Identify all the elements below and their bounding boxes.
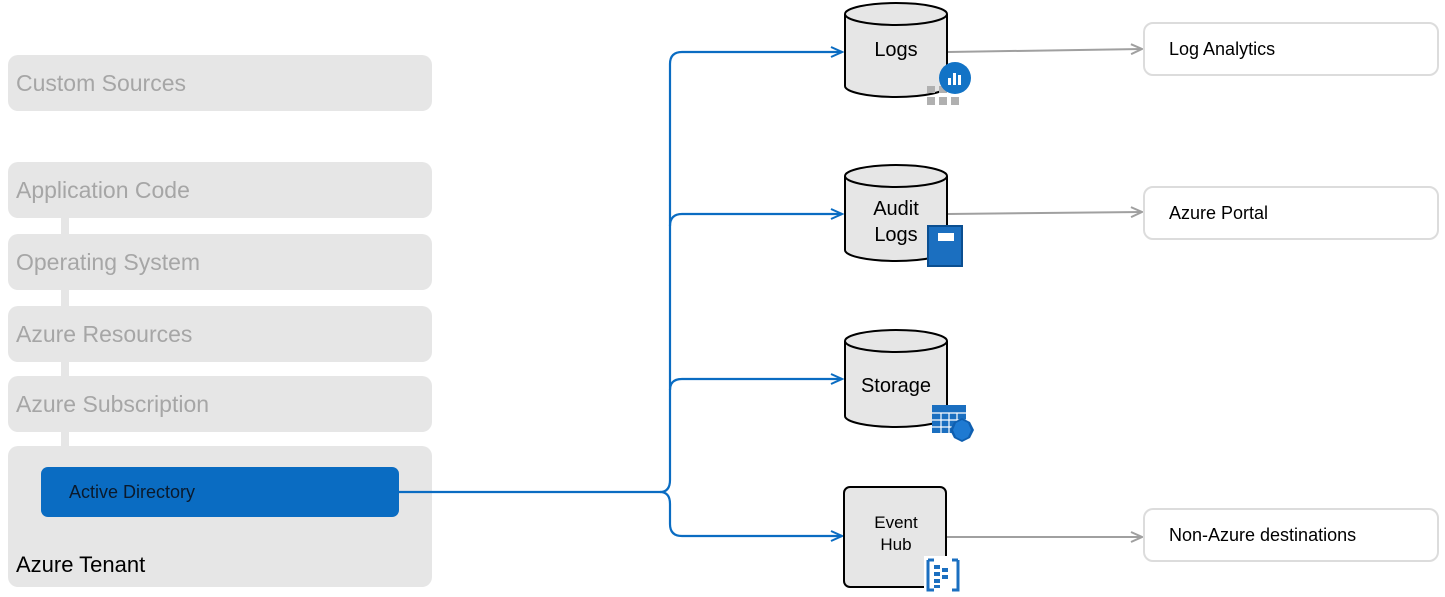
- branch-storage: [668, 379, 842, 391]
- azure-resources-label: Azure Resources: [16, 320, 193, 347]
- audit-log-book-icon: [927, 225, 963, 267]
- non-azure-destination: Non-Azure destinations: [1143, 508, 1439, 562]
- custom-sources-label: Custom Sources: [16, 69, 187, 96]
- log-analytics-label: Log Analytics: [1169, 38, 1276, 59]
- logs-cylinder: [844, 2, 948, 98]
- azure-resources-layer: Azure Resources: [8, 306, 432, 362]
- active-directory-box: Active Directory: [41, 467, 399, 517]
- storage-table-icon: [932, 405, 974, 442]
- destination-lines: [946, 49, 1142, 537]
- storage-label: Storage: [860, 375, 932, 397]
- branch-audit-logs: [668, 214, 842, 227]
- logs-label: Logs: [874, 39, 918, 61]
- azure-tenant-label: Azure Tenant: [16, 552, 146, 577]
- azure-subscription-layer: Azure Subscription: [8, 376, 432, 432]
- storage-cylinder: [844, 329, 948, 428]
- to-azure-portal: [947, 212, 1142, 214]
- azure-portal-destination: Azure Portal: [1143, 186, 1439, 240]
- active-directory-label: Active Directory: [69, 481, 196, 502]
- application-code-label: Application Code: [16, 176, 190, 203]
- azure-portal-label: Azure Portal: [1169, 202, 1269, 223]
- operating-system-layer: Operating System: [8, 234, 432, 290]
- event-hub-icon: [924, 556, 962, 594]
- operating-system-label: Operating System: [16, 248, 201, 275]
- to-log-analytics: [947, 49, 1142, 52]
- stack-connector: [61, 362, 69, 377]
- audit-logs-cylinder: [844, 164, 948, 262]
- application-code-layer: Application Code: [8, 162, 432, 218]
- vertical-bus: [659, 52, 842, 494]
- branch-event-hub: [659, 490, 842, 536]
- non-azure-label: Non-Azure destinations: [1169, 524, 1357, 545]
- stack-connector: [61, 432, 69, 447]
- audit-logs-label: Audit Logs: [873, 198, 919, 246]
- log-analytics-destination: Log Analytics: [1143, 22, 1439, 76]
- custom-sources-layer: Custom Sources: [8, 55, 432, 111]
- event-hub-box: [843, 486, 947, 588]
- azure-subscription-label: Azure Subscription: [16, 390, 210, 417]
- stack-connector: [61, 218, 69, 235]
- routing-lines: [399, 52, 842, 536]
- event-hub-label: Event Hub: [874, 513, 918, 554]
- stack-connector: [61, 290, 69, 307]
- log-analytics-icon: [927, 62, 971, 105]
